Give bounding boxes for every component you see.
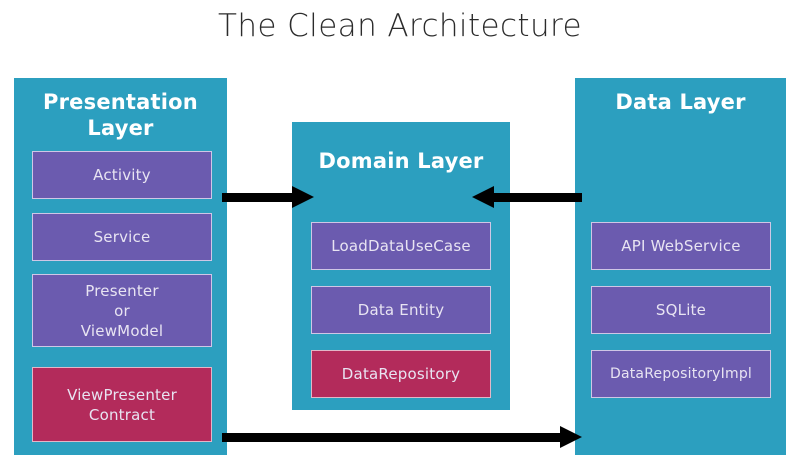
component-api-webservice-label: API WebService [621, 237, 741, 255]
domain-layer-title: Domain Layer [318, 149, 484, 173]
component-loaddatausecase-label: LoadDataUseCase [331, 237, 471, 255]
component-sqlite[interactable]: SQLite [591, 286, 771, 334]
component-viewpresenter-contract[interactable]: ViewPresenter Contract [32, 367, 212, 442]
page-title: The Clean Architecture [218, 8, 582, 44]
component-datarepository-label: DataRepository [341, 365, 461, 383]
component-presenter-or-viewmodel[interactable]: Presenter or ViewModel [32, 274, 212, 347]
component-service-label: Service [93, 228, 151, 246]
component-loaddatausecase[interactable]: LoadDataUseCase [311, 222, 491, 270]
arrow-shaft [222, 433, 560, 442]
component-data-entity[interactable]: Data Entity [311, 286, 491, 334]
component-sqlite-label: SQLite [655, 301, 707, 319]
component-datarepositoryimpl-label: DataRepositoryImpl [609, 366, 752, 382]
component-activity[interactable]: Activity [32, 151, 212, 199]
component-service[interactable]: Service [32, 213, 212, 261]
component-datarepository[interactable]: DataRepository [311, 350, 491, 398]
data-layer-title: Data Layer [615, 90, 746, 114]
component-datarepositoryimpl[interactable]: DataRepositoryImpl [591, 350, 771, 398]
arrow-shaft [222, 193, 292, 202]
component-viewpresenter-contract-label: ViewPresenter Contract [67, 385, 177, 424]
component-presenter-or-viewmodel-label: Presenter or ViewModel [80, 281, 164, 340]
component-api-webservice[interactable]: API WebService [591, 222, 771, 270]
component-data-entity-label: Data Entity [357, 301, 445, 319]
component-activity-label: Activity [93, 166, 151, 184]
presentation-layer-title: Presentation Layer [43, 90, 198, 140]
